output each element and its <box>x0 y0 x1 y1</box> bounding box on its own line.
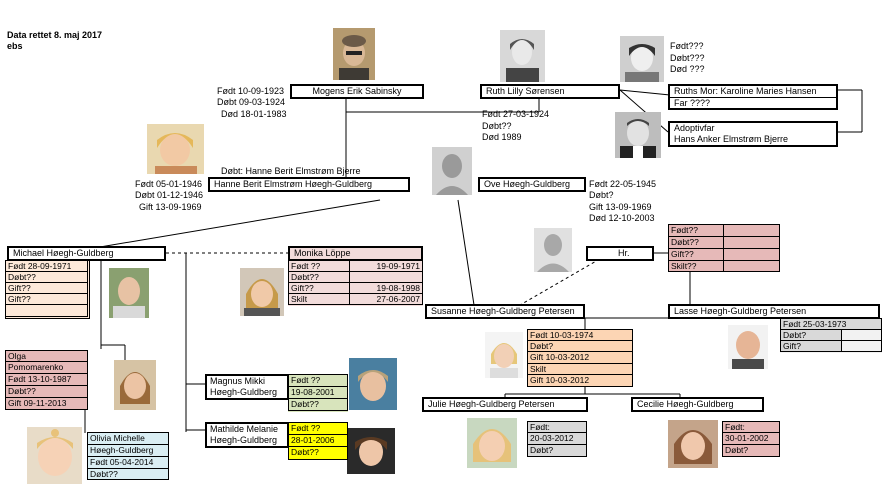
person-box-susanne[interactable]: Susanne Høegh-Guldberg Petersen <box>425 304 585 319</box>
person-box-lasse[interactable]: Lasse Høegh-Guldberg Petersen <box>668 304 880 319</box>
ruth-born: Født 27-03-1924 <box>482 109 550 119</box>
portrait-photo-mathilde <box>347 428 395 474</box>
hanne-born: Født 05-01-1946 <box>135 179 203 189</box>
portrait-photo-olivia <box>27 427 82 484</box>
editor-initials-label: ebs <box>7 41 23 51</box>
portrait-photo-julie <box>467 418 517 468</box>
portrait-photo-hanne <box>147 124 204 174</box>
hr-name: Hr. <box>618 248 630 258</box>
connector-line <box>99 199 381 248</box>
monika-row-divorced-date: 27-06-2007 <box>349 293 423 305</box>
portrait-photo-susanne-spouse <box>485 332 523 378</box>
olga-row-married: Gift 09-11-2013 <box>5 397 88 410</box>
hanne-married: Gift 13-09-1969 <box>139 202 202 212</box>
person-box-ruths-mor[interactable]: Ruths Mor: Karoline Maries Hansen Far ??… <box>668 84 838 110</box>
hanne-baptized: Døbt 01-12-1946 <box>135 190 204 200</box>
ruth-baptized: Døbt?? <box>482 121 512 131</box>
ruth-died: Død 1989 <box>482 132 522 142</box>
hanne-baptism-name: Døbt: Hanne Berit Elmstrøm Bjerre <box>221 166 361 176</box>
mogens-baptized: Døbt 09-03-1924 <box>217 97 286 107</box>
adoptivfar-name: Hans Anker Elmstrøm Bjerre <box>674 134 789 144</box>
mathilde-lastname: Høegh-Guldberg <box>210 435 278 445</box>
ove-baptized: Døbt? <box>589 190 614 200</box>
info-table-mathilde: Født ?? 28-01-2006 Døbt?? <box>288 422 348 460</box>
portrait-photo-ruth <box>500 30 545 82</box>
portrait-photo-mogens <box>333 28 375 80</box>
lasse-row-married-value <box>841 340 882 352</box>
mogens-died: Død 18-01-1983 <box>221 109 287 119</box>
person-box-hanne[interactable]: Hanne Berit Elmstrøm Høegh-Guldberg <box>208 177 410 192</box>
lasse-row-married: Gift? <box>780 340 842 352</box>
person-box-magnus[interactable]: Magnus Mikki Høegh-Guldberg <box>205 374 289 400</box>
portrait-photo-adoptivfar <box>615 112 661 158</box>
mathilde-row-baptized: Døbt?? <box>288 446 348 460</box>
ruths-mor-born: Født??? <box>670 41 704 51</box>
hr-row-divorced: Skilt?? <box>668 260 724 272</box>
ruths-mor-father: Far ???? <box>670 97 836 109</box>
person-box-hr[interactable]: Hr. <box>586 246 654 261</box>
person-box-adoptivfar[interactable]: Adoptivfar Hans Anker Elmstrøm Bjerre <box>668 121 838 147</box>
julie-row-baptized: Døbt? <box>527 444 587 457</box>
michael-row-empty <box>5 304 88 317</box>
ruths-mor-died: Død ??? <box>670 64 705 74</box>
connector-line <box>619 89 671 96</box>
info-table-hr: Født?? Døbt?? Gift?? Skilt?? <box>668 224 780 272</box>
ruths-mor-baptized: Døbt??? <box>670 53 705 63</box>
portrait-photo-olga <box>114 360 156 410</box>
portrait-photo-cecilie <box>668 420 718 468</box>
connector-line <box>519 252 611 306</box>
person-box-ove[interactable]: Ove Høegh-Guldberg <box>478 177 586 192</box>
hr-row-divorced-value <box>723 260 780 272</box>
spouse-row-married-2: Gift 10-03-2012 <box>527 374 633 387</box>
person-box-ruth[interactable]: Ruth Lilly Sørensen <box>480 84 620 99</box>
portrait-photo-ruths-mor <box>620 36 664 82</box>
person-box-michael[interactable]: Michael Høegh-Guldberg <box>7 246 166 261</box>
person-box-julie[interactable]: Julie Høegh-Guldberg Petersen <box>422 397 588 412</box>
person-box-monika[interactable]: Monika Löppe <box>288 246 423 261</box>
magnus-firstname: Magnus Mikki <box>210 376 266 386</box>
cecilie-row-baptized: Døbt? <box>722 444 780 457</box>
portrait-photo-michael <box>109 268 149 318</box>
monika-row-divorced-label: Skilt <box>288 293 350 305</box>
info-table-michael: Født 28-09-1971 Døbt?? Gift?? Gift?? <box>5 260 90 319</box>
info-table-lasse: Født 25-03-1973 Døbt? Gift? <box>780 318 882 353</box>
adoptivfar-title: Adoptivfar <box>674 123 715 133</box>
mogens-born: Født 10-09-1923 <box>217 86 285 96</box>
placeholder-avatar-ove <box>432 147 472 195</box>
portrait-photo-monika <box>240 268 284 316</box>
person-box-mathilde[interactable]: Mathilde Melanie Høegh-Guldberg <box>205 422 289 448</box>
portrait-photo-lasse <box>728 325 768 369</box>
magnus-lastname: Høegh-Guldberg <box>210 387 278 397</box>
person-box-cecilie[interactable]: Cecilie Høegh-Guldberg <box>631 397 764 412</box>
info-table-susanne-spouse: Født 10-03-1974 Døbt? Gift 10-03-2012 Sk… <box>527 329 633 387</box>
data-date-label: Data rettet 8. maj 2017 <box>7 30 103 40</box>
person-box-mogens[interactable]: Mogens Erik Sabinsky <box>290 84 424 99</box>
portrait-photo-magnus <box>349 358 397 410</box>
placeholder-avatar-hr <box>534 228 572 272</box>
connector-line <box>457 199 475 306</box>
info-table-magnus: Født ?? 19-08-2001 Døbt?? <box>288 374 348 412</box>
ove-born: Født 22-05-1945 <box>589 179 657 189</box>
ruths-mor-name: Ruths Mor: Karoline Maries Hansen <box>674 86 817 96</box>
ove-died: Død 12-10-2003 <box>589 213 655 223</box>
mathilde-firstname: Mathilde Melanie <box>210 424 279 434</box>
olivia-row-baptized: Døbt?? <box>87 468 169 480</box>
info-table-olga: Olga Pomomarenko Født 13-10-1987 Døbt?? … <box>5 350 88 410</box>
info-table-monika: Født ?? 19-09-1971 Døbt?? Gift?? 19-08-1… <box>288 260 423 306</box>
magnus-row-baptized: Døbt?? <box>288 398 348 411</box>
info-table-julie: Født: 20-03-2012 Døbt? <box>527 421 587 457</box>
info-table-cecilie: Født: 30-01-2002 Døbt? <box>722 421 780 457</box>
info-table-olivia: Olivia Michelle Høegh-Guldberg Født 05-0… <box>87 432 169 480</box>
ove-married: Gift 13-09-1969 <box>589 202 652 212</box>
